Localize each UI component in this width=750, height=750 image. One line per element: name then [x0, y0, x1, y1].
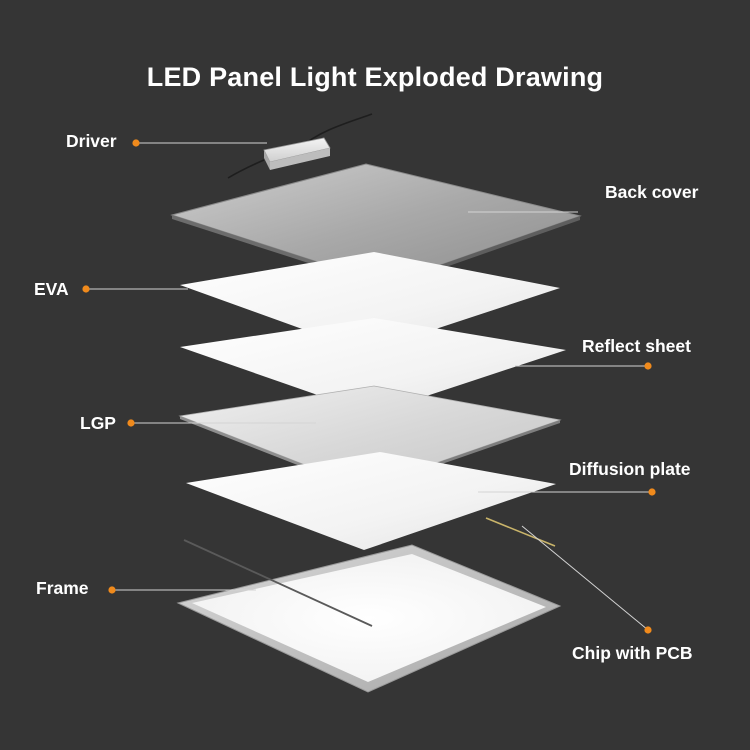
diffusion-plate-layer	[186, 452, 556, 550]
diagram-title: LED Panel Light Exploded Drawing	[146, 62, 604, 92]
reflect-sheet-dot	[644, 362, 652, 370]
eva-layer	[180, 252, 560, 352]
chip-with-pcb-strips	[183, 517, 556, 627]
chip-with-pcb-leader	[521, 525, 649, 631]
label-frame: Frame	[36, 578, 89, 598]
label-lgp: LGP	[80, 413, 116, 433]
reflect-sheet-layer	[180, 318, 566, 414]
label-back-cover: Back cover	[605, 182, 699, 202]
label-chip-with-pcb: Chip with PCB	[572, 643, 693, 663]
leader-lines	[86, 142, 652, 631]
label-eva: EVA	[34, 279, 69, 299]
driver-dot	[132, 139, 140, 147]
diffusion-plate-dot	[648, 488, 656, 496]
driver-component	[227, 113, 373, 179]
eva-dot	[82, 285, 90, 293]
frame-dot	[108, 586, 116, 594]
label-reflect-sheet: Reflect sheet	[582, 336, 691, 356]
chip-with-pcb-dot	[644, 626, 652, 634]
frame-layer	[176, 544, 562, 693]
label-dots	[82, 139, 656, 634]
label-driver: Driver	[66, 131, 117, 151]
lgp-dot	[127, 419, 135, 427]
label-diffusion-plate: Diffusion plate	[569, 459, 691, 479]
